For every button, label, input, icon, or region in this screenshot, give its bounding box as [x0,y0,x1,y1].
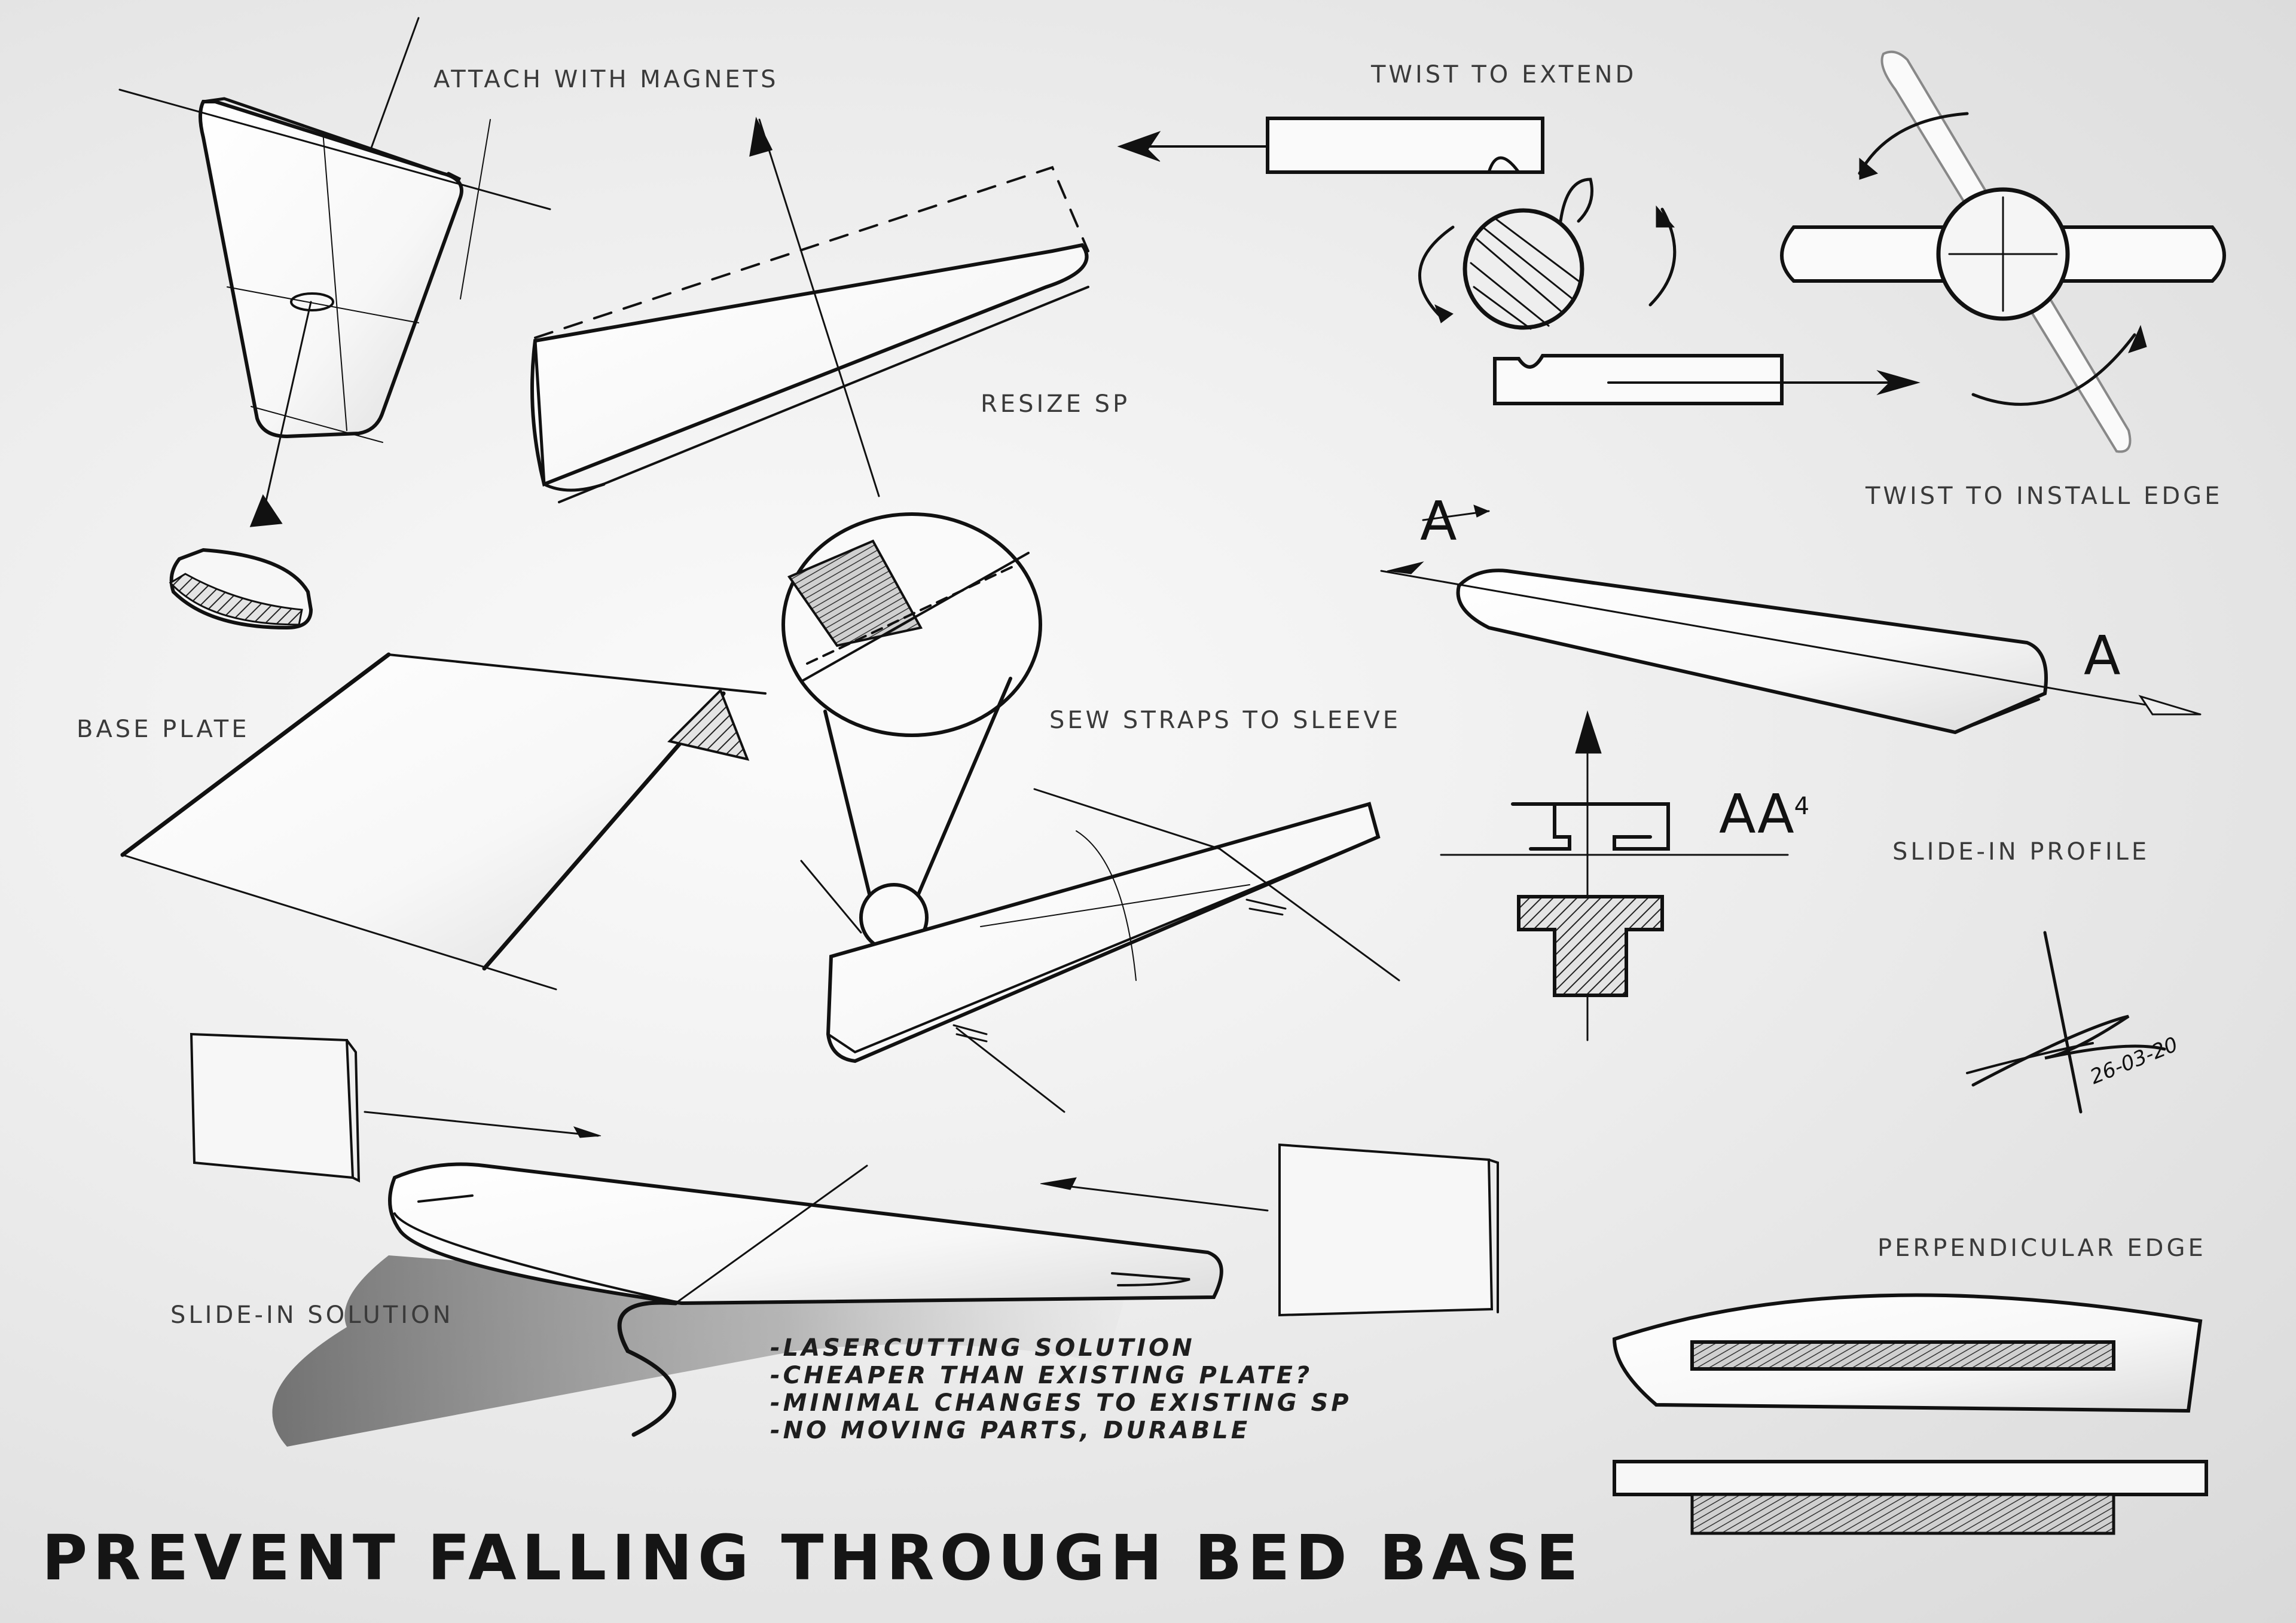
section-mark-a-right: A [2084,625,2121,687]
twist-to-install-edge-sketch [1780,50,2226,453]
note-item: -MINIMAL CHANGES TO EXISTING SP [770,1389,1352,1417]
slide-in-profile-bar-sketch [1380,505,2202,735]
sew-straps-to-sleeve-sketch [781,512,1400,1113]
note-item: -NO MOVING PARTS, DURABLE [770,1417,1251,1444]
base-plate-label: BASE PLATE [77,716,250,743]
resize-sp-sketch [530,117,1089,503]
signature-mark [1966,931,2166,1114]
attach-with-magnets-sketch [118,17,551,630]
section-mark-aa: AA4 [1719,783,1809,846]
slide-in-profile-label: SLIDE-IN PROFILE [1892,838,2150,866]
base-plate-sketch [120,652,767,991]
attach-with-magnets-label: ATTACH WITH MAGNETS [433,66,779,93]
section-mark-aa-sup: 4 [1794,793,1810,820]
slide-in-profile-section-sketch [1440,710,1789,1041]
sew-straps-to-sleeve-label: SEW STRAPS TO SLEEVE [1049,707,1402,734]
twist-to-extend-label: TWIST TO EXTEND [1371,61,1637,88]
perpendicular-edge-sketch [1612,1293,2208,1535]
section-mark-a-left: A [1420,490,1457,553]
page-title: PREVENT FALLING THROUGH BED BASE [42,1521,1584,1594]
note-item: -LASERCUTTING SOLUTION [770,1334,1195,1362]
section-mark-aa-text: AA [1719,783,1794,846]
slide-in-solution-sketch [190,1032,1499,1447]
perpendicular-edge-label: PERPENDICULAR EDGE [1877,1234,2206,1262]
notes-list: -LASERCUTTING SOLUTION -CHEAPER THAN EXI… [770,1334,1352,1444]
twist-to-extend-sketch [1117,117,1921,405]
resize-sp-label: RESIZE SP [981,390,1131,418]
note-item: -CHEAPER THAN EXISTING PLATE? [770,1362,1313,1389]
twist-to-install-edge-label: TWIST TO INSTALL EDGE [1866,482,2223,510]
slide-in-solution-label: SLIDE-IN SOLUTION [170,1301,454,1329]
